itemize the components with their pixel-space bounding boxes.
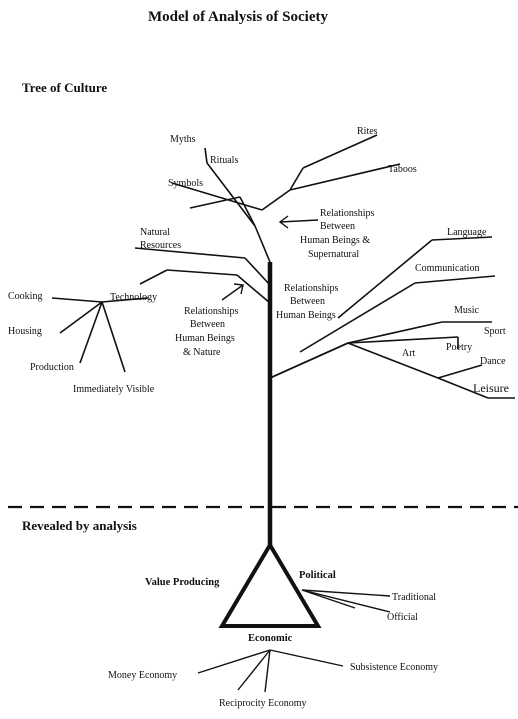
label-technology: Technology — [110, 292, 157, 303]
label-rel-supernatural-3: Human Beings & — [300, 235, 370, 246]
label-myths: Myths — [170, 134, 196, 145]
analysis-heading: Revealed by analysis — [22, 518, 137, 533]
arrow-nature — [221, 283, 244, 301]
label-immediately-visible: Immediately Visible — [73, 384, 155, 395]
label-leisure: Leisure — [473, 381, 509, 395]
label-symbols: Symbols — [168, 178, 203, 189]
diagram-title: Model of Analysis of Society — [148, 9, 328, 25]
label-reciprocity-economy: Reciprocity Economy — [219, 698, 306, 709]
label-taboos: Taboos — [388, 164, 417, 175]
label-value-producing: Value Producing — [145, 577, 220, 588]
label-communication: Communication — [415, 263, 479, 274]
label-rel-human-3: Human Beings — [276, 310, 336, 321]
label-traditional: Traditional — [392, 592, 436, 603]
label-rites: Rites — [357, 126, 378, 137]
label-cooking: Cooking — [8, 291, 42, 302]
label-rel-nature-1: Relationships — [184, 306, 239, 317]
label-rel-nature-3: Human Beings — [175, 333, 235, 344]
label-natural-resources-1: Natural — [140, 227, 170, 238]
label-official: Official — [387, 612, 418, 623]
label-rituals: Rituals — [210, 155, 238, 166]
label-language: Language — [447, 227, 487, 238]
label-rel-supernatural-4: Supernatural — [308, 249, 359, 260]
label-economic: Economic — [248, 633, 293, 644]
political-lines — [301, 589, 391, 613]
tree-heading: Tree of Culture — [22, 80, 107, 95]
arrow-supernatural — [278, 215, 319, 229]
label-natural-resources-2: Resources — [140, 240, 181, 251]
label-music: Music — [454, 305, 480, 316]
right-branches — [269, 236, 515, 399]
label-rel-nature-4: & Nature — [183, 347, 221, 358]
label-subsistence-economy: Subsistence Economy — [350, 662, 438, 673]
label-housing: Housing — [8, 326, 42, 337]
label-rel-supernatural-2: Between — [320, 221, 355, 232]
label-poetry: Poetry — [446, 342, 472, 353]
label-political: Political — [299, 570, 336, 581]
economic-lines — [197, 649, 344, 693]
label-rel-human-2: Between — [290, 296, 325, 307]
left-branches — [51, 247, 271, 373]
analysis-triangle — [218, 541, 322, 628]
upper-branches — [171, 134, 401, 263]
label-sport: Sport — [484, 326, 506, 337]
label-production: Production — [30, 362, 74, 373]
label-money-economy: Money Economy — [108, 670, 177, 681]
label-rel-nature-2: Between — [190, 319, 225, 330]
label-dance: Dance — [480, 356, 506, 367]
label-rel-supernatural-1: Relationships — [320, 208, 375, 219]
label-art: Art — [402, 348, 416, 359]
label-rel-human-1: Relationships — [284, 283, 339, 294]
